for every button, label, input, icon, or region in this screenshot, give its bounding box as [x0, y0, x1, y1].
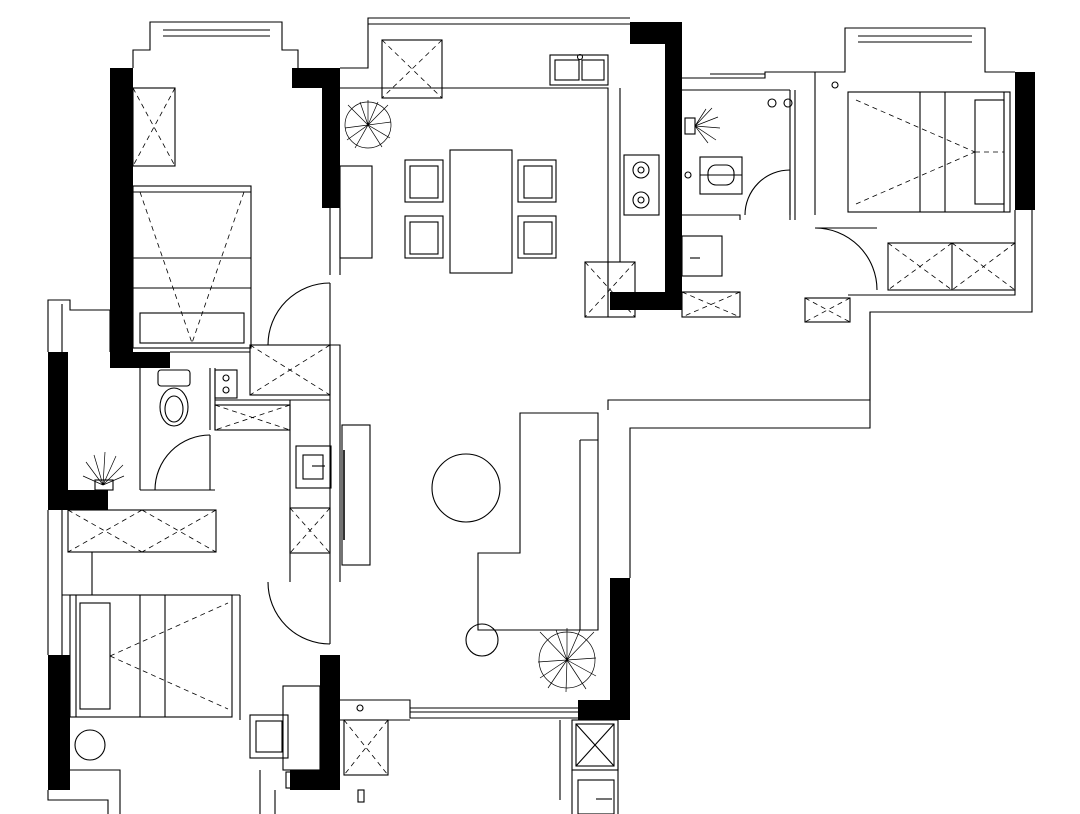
sideboard-icon [339, 165, 373, 259]
washbasin-icon [681, 235, 723, 277]
desk-chair-icon [249, 714, 289, 759]
toilet-icon [157, 369, 191, 427]
bedroom-east [804, 81, 1016, 323]
kitchen-sink-icon [549, 53, 609, 86]
kitchen [381, 39, 741, 318]
door-swing-icon [154, 169, 878, 645]
ottoman-icon [465, 623, 499, 657]
bathroom-east [681, 98, 793, 277]
washbasin-icon [82, 451, 125, 491]
dining-chair-icon [404, 159, 557, 259]
bed-icon [847, 91, 1011, 213]
desk-icon [282, 685, 321, 771]
bathroom-west [82, 344, 331, 491]
fridge-icon [381, 39, 443, 99]
dining [339, 100, 557, 274]
coffee-table-icon [431, 453, 501, 523]
plant-icon [537, 628, 597, 693]
plant-icon [344, 100, 392, 149]
sofa-icon [477, 412, 599, 631]
bedroom-south-west [67, 509, 321, 789]
washing-machine-icon [571, 719, 619, 771]
bed-icon [132, 185, 252, 349]
bedroom-north-west [132, 87, 252, 349]
living-room [289, 412, 599, 693]
structural-walls [48, 22, 1035, 790]
wardrobe-icon [132, 87, 176, 167]
washbasin-icon [684, 98, 793, 144]
tv-cabinet-icon [341, 424, 371, 566]
plant-icon [74, 729, 106, 761]
exterior-outline [47, 17, 1033, 814]
balcony-south [343, 704, 619, 814]
squat-toilet-icon [684, 156, 743, 195]
bed-icon [69, 594, 233, 718]
gas-stove-icon [623, 154, 660, 216]
wardrobe-icon [67, 509, 217, 553]
dining-table-icon [449, 149, 513, 274]
